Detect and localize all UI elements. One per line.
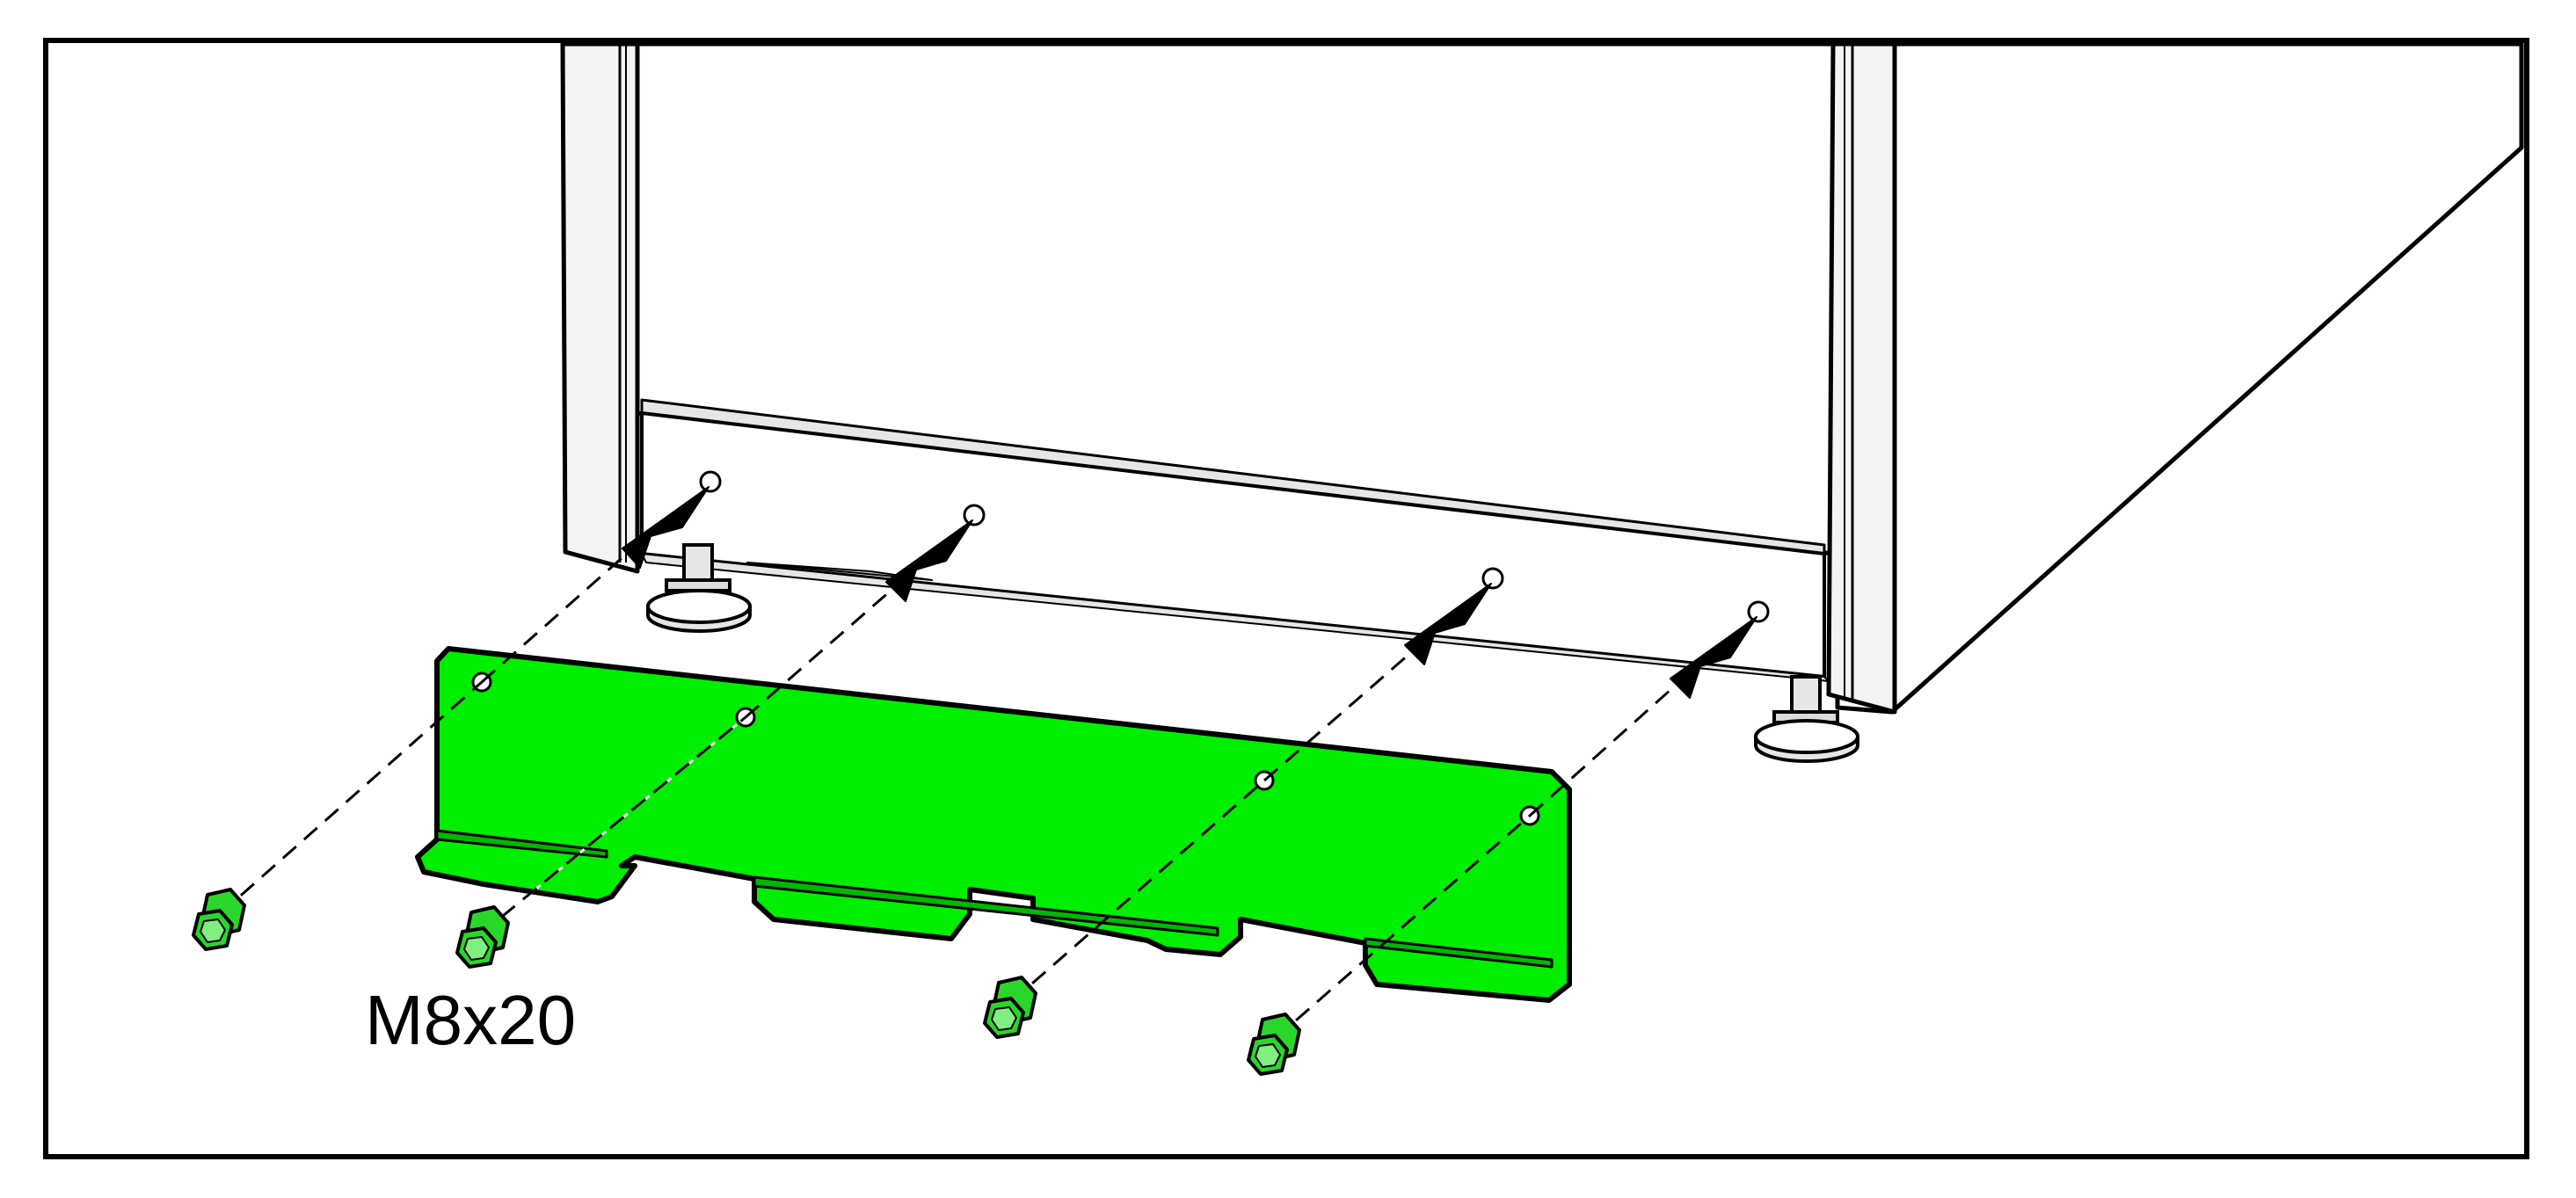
leveling-foot-right xyxy=(1754,675,1859,763)
assembly-line-4b xyxy=(1529,680,1680,817)
screw-3 xyxy=(983,976,1037,1039)
mounting-hole-2 xyxy=(963,504,986,526)
cabinet xyxy=(560,41,2524,715)
screw-4 xyxy=(1247,1013,1301,1076)
insertion-arrows xyxy=(622,486,1757,699)
assembly-line-1b xyxy=(481,550,629,684)
mounting-hole-4 xyxy=(1747,600,1770,623)
mounting-hole-1 xyxy=(699,470,722,493)
assembly-line-2a-outline xyxy=(483,715,746,933)
screw-1 xyxy=(192,888,246,951)
assembly-line-2b xyxy=(745,584,898,719)
assembly-lines xyxy=(219,550,1680,1041)
kick-plate-bracket xyxy=(415,646,1572,1003)
arrow-4 xyxy=(1670,616,1757,699)
cabinet-right-post xyxy=(1826,41,1897,715)
arrow-3 xyxy=(1404,583,1492,665)
assembly-line-4a xyxy=(1274,814,1531,1041)
screw-2 xyxy=(455,905,510,969)
arrow-1 xyxy=(622,486,709,569)
assembly-line-1a xyxy=(219,680,483,916)
screw-size-label: M8x20 xyxy=(365,981,576,1059)
mounting-hole-3 xyxy=(1481,567,1504,590)
arrow-2 xyxy=(885,519,973,602)
assembly-line-3b xyxy=(1263,647,1416,782)
leveling-foot-left xyxy=(646,543,752,633)
